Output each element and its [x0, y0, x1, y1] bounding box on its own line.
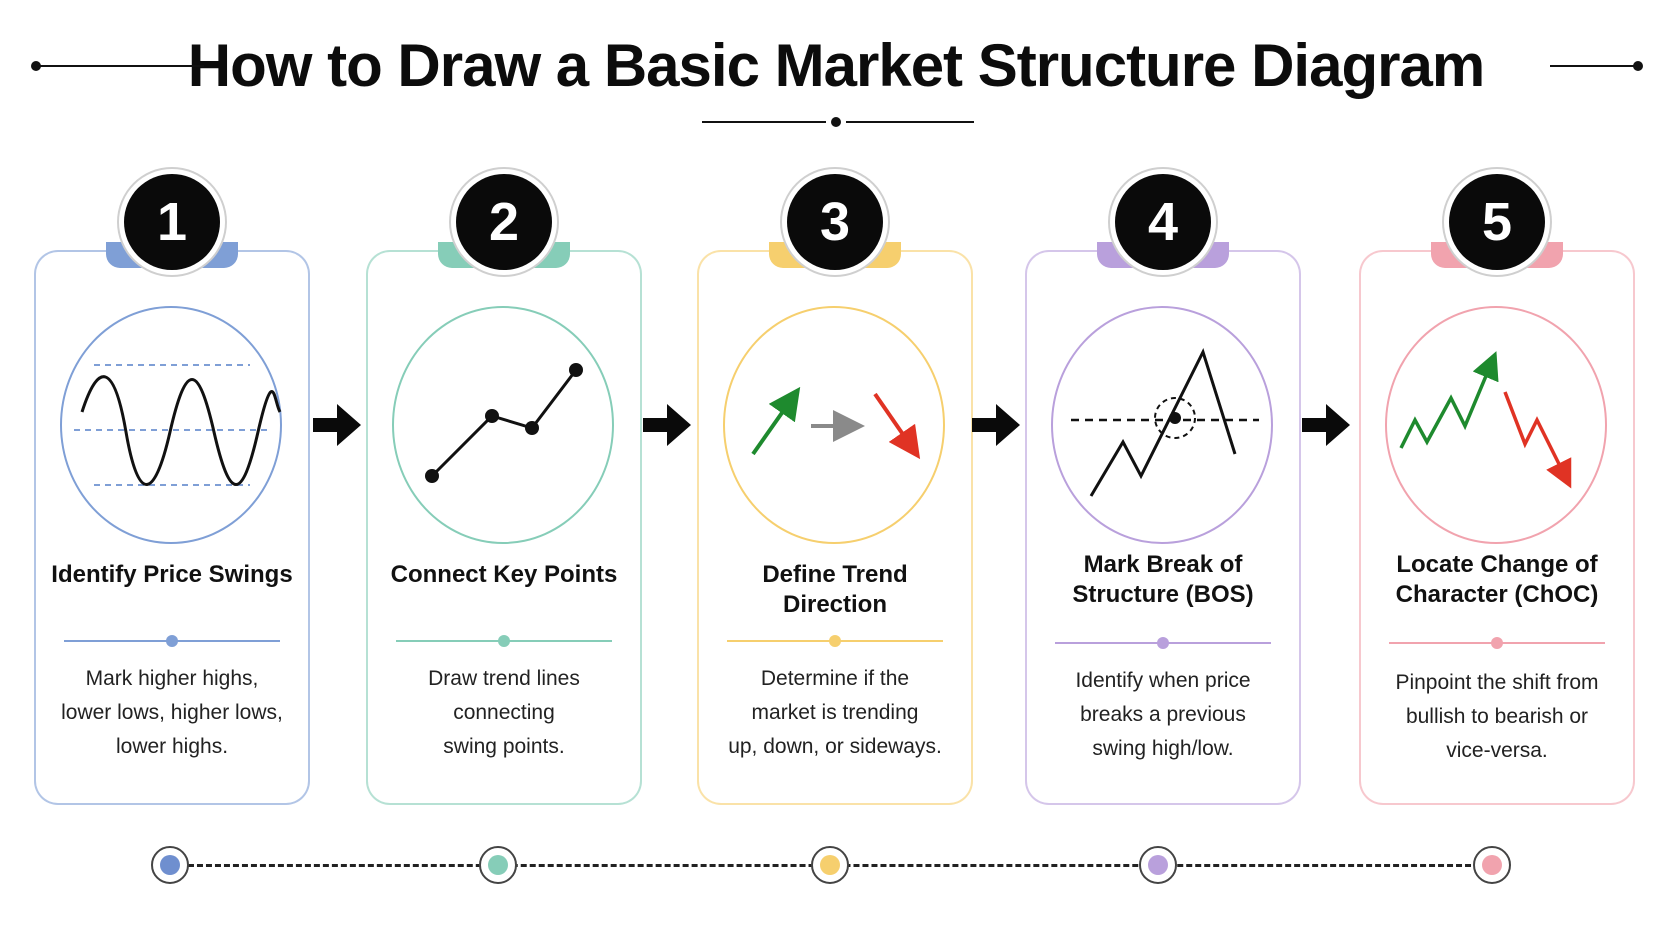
trend-arrows-icon: [751, 386, 921, 460]
step-divider-dot: [498, 635, 510, 647]
title-underline-right: [846, 121, 974, 123]
icon-circle: [723, 306, 945, 544]
connected-points-icon: [425, 363, 583, 483]
icon-circle: [1385, 306, 1607, 544]
icon-circle: [392, 306, 614, 544]
step-number-badge: 3: [787, 174, 883, 270]
flow-arrow-icon: [643, 404, 691, 446]
title-underline-dot: [831, 117, 841, 127]
step-description: Determine if the market is trending up, …: [728, 667, 942, 758]
break-of-structure-icon: [1071, 348, 1259, 497]
title-left-rule: [36, 65, 204, 67]
step-card-2: 2 Connect Key Points Draw trend lines co…: [366, 174, 642, 805]
step-card-1: 1 Identify Price Swings Mark higher high…: [34, 174, 310, 805]
step-card-3: 3 Define Trend Direction Determine if th…: [697, 174, 973, 805]
timeline-dot-5: [1473, 846, 1511, 884]
page-title: How to Draw a Basic Market Structure Dia…: [187, 32, 1485, 99]
timeline-dot-1: [151, 846, 189, 884]
step-title: Locate Change of Character (ChOC): [1395, 551, 1599, 608]
step-title: Connect Key Points: [390, 561, 618, 588]
timeline-dot-2: [479, 846, 517, 884]
step-description: Mark higher highs, lower lows, higher lo…: [61, 667, 283, 758]
change-of-character-icon: [1399, 351, 1572, 489]
step-number-badge: 1: [124, 174, 220, 270]
timeline-dot-3: [811, 846, 849, 884]
timeline-dot-4: [1139, 846, 1177, 884]
step-divider-dot: [1157, 637, 1169, 649]
step-divider-dot: [829, 635, 841, 647]
step-divider-dot: [166, 635, 178, 647]
title-right-end-dot: [1633, 61, 1643, 71]
step-number-badge: 2: [456, 174, 552, 270]
title-right-rule: [1550, 65, 1638, 67]
flow-arrow-icon: [1302, 404, 1350, 446]
flow-arrow-icon: [313, 404, 361, 446]
step-divider-dot: [1491, 637, 1503, 649]
sine-wave-icon: [74, 364, 282, 486]
title-underline-left: [702, 121, 826, 123]
step-description: Identify when price breaks a previous sw…: [1075, 669, 1251, 760]
step-number-badge: 4: [1115, 174, 1211, 270]
step-number-badge: 5: [1449, 174, 1545, 270]
step-title: Identify Price Swings: [51, 561, 293, 588]
step-description: Pinpoint the shift from bullish to beari…: [1395, 671, 1599, 762]
icon-circle: [1051, 306, 1273, 544]
step-title: Define Trend Direction: [762, 561, 908, 618]
icon-circle: [60, 306, 282, 544]
flow-arrow-icon: [972, 404, 1020, 446]
step-description: Draw trend lines connecting swing points…: [428, 667, 580, 758]
step-title: Mark Break of Structure (BOS): [1072, 551, 1254, 608]
step-card-5: 5 Locate Change of Character (ChOC) Pinp…: [1359, 174, 1635, 805]
step-card-4: 4 Mark Break of Structure (BOS) Identify…: [1025, 174, 1301, 805]
